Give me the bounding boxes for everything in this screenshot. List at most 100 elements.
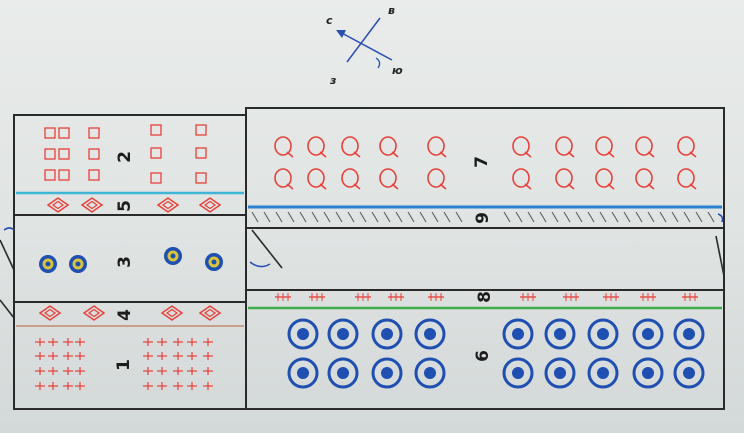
circle-marker-outer — [287, 357, 319, 389]
left-block-outline — [13, 114, 247, 410]
compass: с в ю з — [326, 4, 403, 87]
circle-marker-outer — [414, 357, 446, 389]
diamond-marker — [80, 197, 104, 213]
hatch-mark — [707, 211, 715, 223]
loop-tail — [689, 151, 697, 158]
circle-marker-outer — [327, 318, 359, 350]
circle-marker-center — [297, 367, 309, 379]
loop-tail — [607, 151, 615, 158]
circle-marker-center — [554, 328, 566, 340]
circle-marker-outer — [632, 357, 664, 389]
hatch-mark — [263, 211, 271, 223]
circle-marker-center — [337, 328, 349, 340]
zone-1-crosses — [35, 338, 213, 390]
square-marker — [195, 172, 207, 184]
diamond-marker — [160, 305, 184, 321]
hatch-mark — [647, 211, 655, 223]
compass-north-label: с — [326, 14, 333, 27]
hatch-mark — [407, 211, 415, 223]
circle-marker-outer — [371, 318, 403, 350]
hatch-mark — [311, 211, 319, 223]
circle-marker-center — [597, 328, 609, 340]
loop-marker — [595, 168, 613, 188]
loop-tail — [567, 183, 575, 190]
loop-tail — [567, 151, 575, 158]
hatch-mark — [383, 211, 391, 223]
compass-east-label: в — [388, 4, 395, 17]
building-walls — [13, 107, 725, 410]
diamond-marker-inner — [51, 200, 65, 210]
circle-marker-outer — [544, 318, 576, 350]
diamond-marker-inner — [203, 200, 217, 210]
loop-tail — [647, 183, 655, 190]
circle-marker-center — [337, 367, 349, 379]
circle-marker-outer — [502, 318, 534, 350]
loop-marker — [274, 136, 292, 156]
hatch-mark — [359, 211, 367, 223]
hatch-mark — [455, 211, 463, 223]
zone-3-label: 3 — [115, 256, 135, 268]
circle-marker-outer — [544, 357, 576, 389]
square-marker — [44, 148, 56, 160]
loop-tail — [319, 183, 327, 190]
ring-center — [211, 259, 217, 265]
hatch-mark — [587, 211, 595, 223]
hatch-mark — [515, 211, 523, 223]
circle-marker-outer — [502, 357, 534, 389]
zone-1-label: 1 — [114, 359, 134, 371]
loop-marker — [677, 136, 695, 156]
loop-marker — [341, 168, 359, 188]
loop-marker — [635, 168, 653, 188]
circle-marker-outer — [287, 318, 319, 350]
zone-7-loops — [274, 136, 697, 190]
circle-marker-center — [424, 328, 436, 340]
hatch-mark — [611, 211, 619, 223]
loop-tail — [524, 151, 532, 158]
circle-marker-center — [512, 328, 524, 340]
diamond-marker — [156, 197, 180, 213]
circle-marker-outer — [327, 357, 359, 389]
loop-marker — [555, 136, 573, 156]
diamond-marker — [38, 305, 62, 321]
hatch-mark — [419, 211, 427, 223]
loop-tail — [353, 151, 361, 158]
circle-marker-outer — [673, 318, 705, 350]
circle-marker-outer — [587, 318, 619, 350]
hatch-mark — [371, 211, 379, 223]
ring-center — [75, 261, 81, 267]
loop-marker — [427, 136, 445, 156]
circle-marker-center — [554, 367, 566, 379]
hatch-mark — [527, 211, 535, 223]
hatch-mark — [443, 211, 451, 223]
loop-tail — [391, 151, 399, 158]
hatch-mark — [659, 211, 667, 223]
loop-tail — [647, 151, 655, 158]
square-marker — [150, 147, 162, 159]
circle-marker-center — [642, 367, 654, 379]
zone-2-label: 2 — [115, 151, 135, 163]
hatch-mark — [347, 211, 355, 223]
door-leaf-left — [251, 229, 283, 269]
diamond-marker — [198, 197, 222, 213]
hatch-mark — [287, 211, 295, 223]
diamond-marker — [198, 305, 222, 321]
door-swing-arc-left — [249, 261, 271, 268]
diamond-marker-inner — [43, 308, 57, 318]
hatch-mark — [695, 211, 703, 223]
square-marker — [44, 127, 56, 139]
doors — [0, 213, 725, 319]
hatch-mark — [335, 211, 343, 223]
zone-3-rings — [39, 247, 223, 273]
square-marker — [88, 148, 100, 160]
diamond-marker — [82, 305, 106, 321]
zone-8-ticks — [275, 293, 698, 301]
loop-marker — [512, 136, 530, 156]
ring-center — [45, 261, 51, 267]
circle-marker-center — [683, 328, 695, 340]
circle-marker-center — [642, 328, 654, 340]
circle-marker-outer — [673, 357, 705, 389]
square-marker — [88, 127, 100, 139]
square-marker — [88, 169, 100, 181]
hatch-mark — [575, 211, 583, 223]
